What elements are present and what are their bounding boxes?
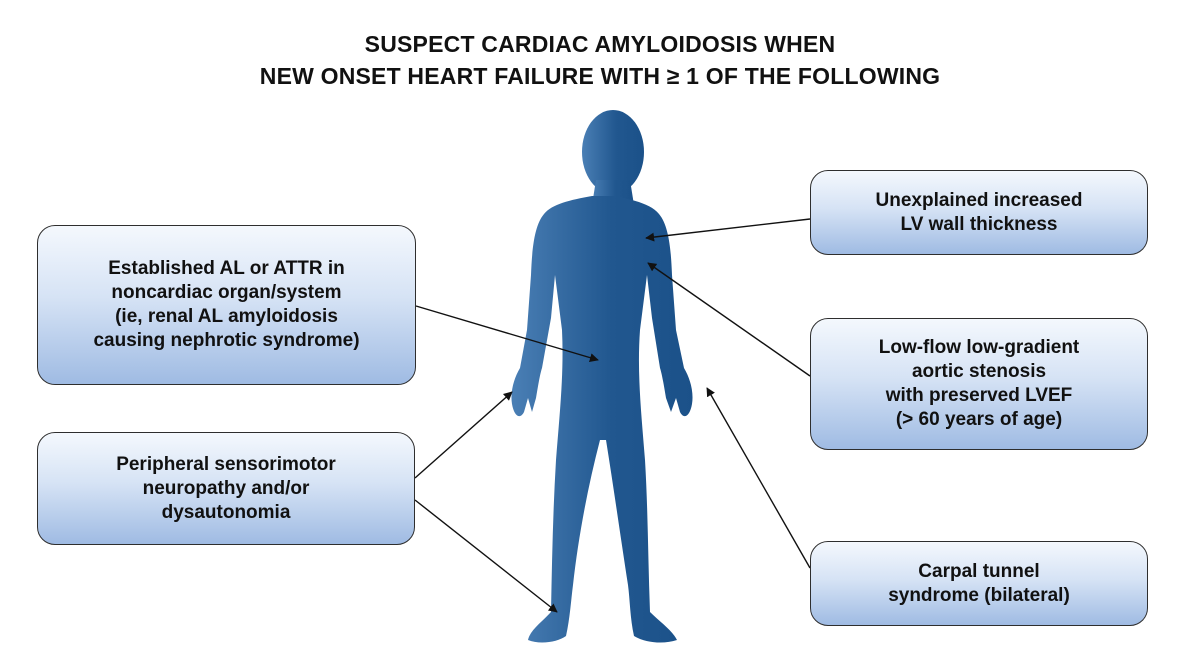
body-torso-legs	[511, 196, 693, 643]
connector-arrows	[414, 218, 811, 613]
arrow-lv-wall	[645, 218, 811, 242]
box-stenosis-line: with preserved LVEF	[885, 385, 1073, 406]
box-established-line: noncardiac organ/system	[111, 282, 342, 303]
box-lv-wall-line: LV wall thickness	[900, 213, 1058, 235]
box-peripheral-neuropathy: Peripheral sensorimotor neuropathy and/o…	[37, 432, 415, 545]
box-neuropathy-line: Peripheral sensorimotor	[116, 453, 336, 475]
box-established-line: (ie, renal AL amyloidosis	[115, 306, 338, 327]
box-carpal-line: Carpal tunnel	[918, 560, 1040, 582]
body-head	[582, 110, 644, 194]
box-stenosis-line: aortic stenosis	[911, 361, 1047, 382]
arrow-established	[415, 305, 599, 363]
box-established-amyloidosis: Established AL or ATTR in noncardiac org…	[37, 225, 416, 385]
box-lv-wall-thickness: Unexplained increased LV wall thickness	[810, 170, 1148, 255]
box-stenosis-line: Low-flow low-gradient	[878, 337, 1080, 358]
box-established-line: Established AL or ATTR in	[108, 258, 345, 279]
box-established-line: causing nephrotic syndrome)	[93, 330, 360, 351]
box-neuropathy-line: neuropathy and/or	[142, 477, 310, 499]
box-stenosis-line: (> 60 years of age)	[895, 409, 1063, 430]
arrow-stenosis	[647, 262, 811, 377]
box-carpal-tunnel: Carpal tunnel syndrome (bilateral)	[810, 541, 1148, 626]
box-lv-wall-line: Unexplained increased	[875, 189, 1083, 211]
arrow-neuropathy-foot	[414, 499, 558, 613]
arrow-carpal	[706, 387, 811, 569]
human-body-silhouette	[511, 110, 693, 643]
title-line-2: NEW ONSET HEART FAILURE WITH ≥ 1 OF THE …	[259, 63, 941, 89]
diagram-title: SUSPECT CARDIAC AMYLOIDOSIS WHEN NEW ONS…	[0, 28, 1200, 92]
box-carpal-line: syndrome (bilateral)	[888, 584, 1070, 606]
box-aortic-stenosis: Low-flow low-gradient aortic stenosis wi…	[810, 318, 1148, 450]
arrow-neuropathy-hand	[414, 391, 513, 479]
title-line-1: SUSPECT CARDIAC AMYLOIDOSIS WHEN	[364, 31, 836, 57]
box-neuropathy-line: dysautonomia	[161, 501, 291, 523]
